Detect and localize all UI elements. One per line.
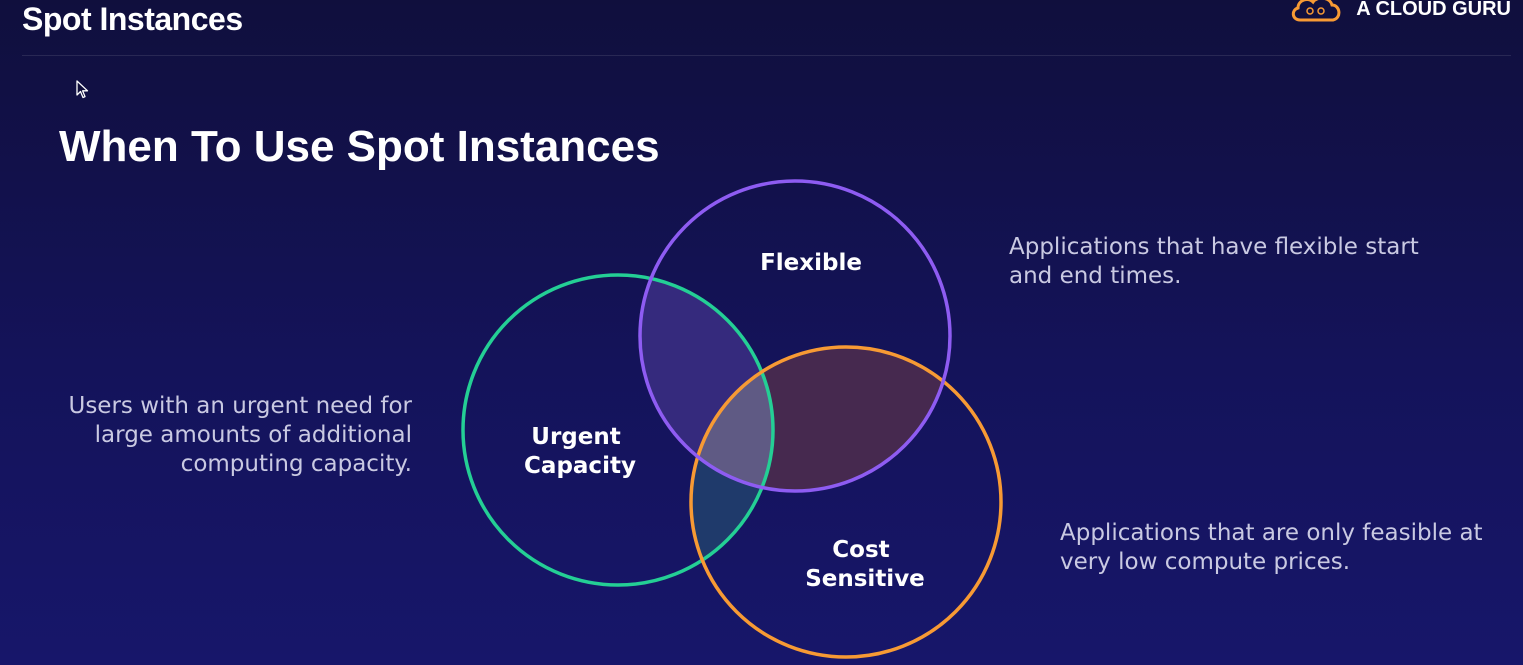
circle-urgent-capacity [461, 273, 775, 587]
description-cost-sensitive: Applications that are only feasible at v… [1060, 520, 1483, 575]
circle-cost-sensitive [689, 345, 1003, 659]
slide-heading: When To Use Spot Instances [59, 122, 660, 171]
header-title: Spot Instances [22, 1, 243, 37]
brand-name: A CLOUD GURU [1356, 0, 1511, 20]
overlap-flexible-urgent [640, 275, 773, 491]
description-flexible: Applications that have flexible start an… [1009, 234, 1419, 289]
label-cost-sensitive: Cost Sensitive [805, 537, 925, 592]
header-divider [22, 55, 1511, 56]
description-urgent-capacity: Users with an urgent need for large amou… [68, 393, 412, 477]
brand-logo: A CLOUD GURU [1290, 0, 1511, 24]
mouse-cursor-icon [76, 80, 89, 99]
label-urgent-capacity: Urgent Capacity [524, 424, 636, 479]
label-flexible: Flexible [760, 250, 862, 276]
circle-flexible [638, 179, 952, 493]
overlap-all-three [691, 347, 773, 491]
cloud-logo-icon [1292, 0, 1341, 22]
